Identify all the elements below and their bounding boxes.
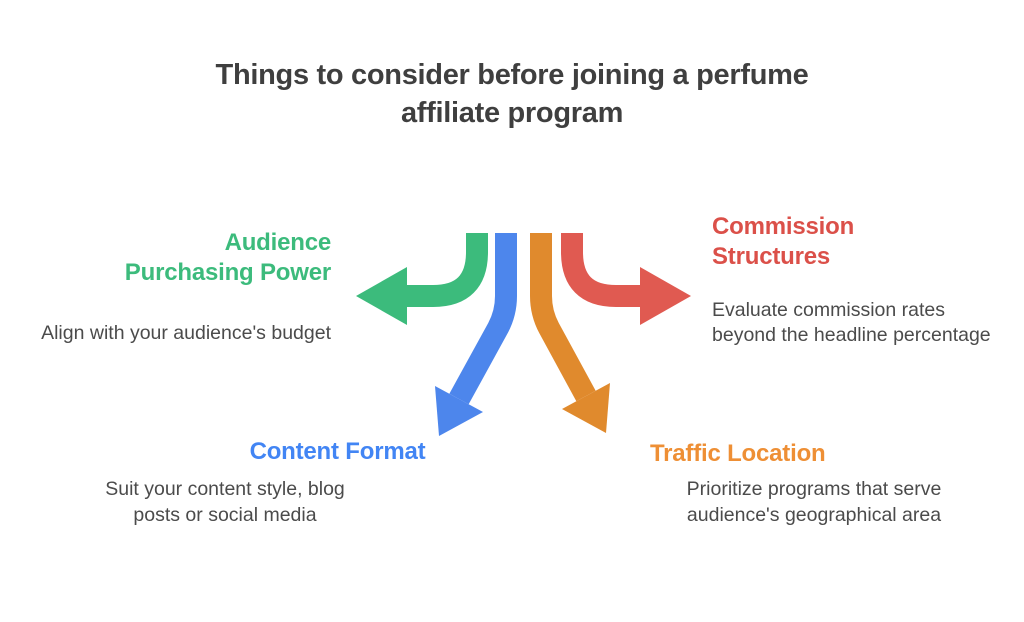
branch-description-audience-purchasing-power: Align with your audience's budget <box>18 321 331 346</box>
heading-line: Content Format <box>249 438 426 465</box>
blue-down-left-arrow-head <box>435 386 483 436</box>
page-title-line-2: affiliate program <box>400 97 624 129</box>
branch-heading-audience-purchasing-power: Audience Purchasing Power <box>18 228 331 288</box>
description-line: audience's geographical area <box>686 504 942 526</box>
description-line: Align with your audience's budget <box>41 322 331 344</box>
orange-down-right-arrow-shaft <box>530 233 596 402</box>
description-line: Suit your content style, blog <box>105 478 345 500</box>
orange-down-right-arrow-head <box>562 383 610 433</box>
blue-down-left-arrow-shaft <box>449 233 517 405</box>
branch-description-commission-structures: Evaluate commission rates beyond the hea… <box>712 298 1022 348</box>
branch-audience-purchasing-power: Audience Purchasing Power Align with you… <box>18 228 331 346</box>
red-right-arrow-head <box>640 267 691 325</box>
green-left-arrow-head <box>356 267 407 325</box>
description-line: Prioritize programs that serve <box>686 478 942 500</box>
branch-description-traffic-location: Prioritize programs that serve audience'… <box>658 476 970 528</box>
page-title-line-1: Things to consider before joining a perf… <box>215 59 809 91</box>
heading-line: Structures <box>712 243 831 270</box>
heading-line: Traffic Location <box>650 440 826 467</box>
description-line: beyond the headline percentage <box>712 324 991 346</box>
page-title: Things to consider before joining a perf… <box>0 56 1024 132</box>
branch-description-content-format: Suit your content style, blog posts or s… <box>45 476 405 528</box>
branch-commission-structures: Commission Structures Evaluate commissio… <box>712 212 1022 348</box>
green-left-arrow-shaft <box>407 233 488 307</box>
branch-heading-traffic-location: Traffic Location <box>650 439 970 469</box>
branch-heading-content-format: Content Format <box>175 437 500 467</box>
red-right-arrow-shaft <box>561 233 641 307</box>
heading-line: Commission <box>712 213 855 240</box>
heading-line: Purchasing Power <box>124 259 331 286</box>
branch-heading-commission-structures: Commission Structures <box>712 212 1022 272</box>
description-line: Evaluate commission rates <box>712 299 946 321</box>
description-line: posts or social media <box>133 504 317 526</box>
heading-line: Audience <box>224 229 332 256</box>
